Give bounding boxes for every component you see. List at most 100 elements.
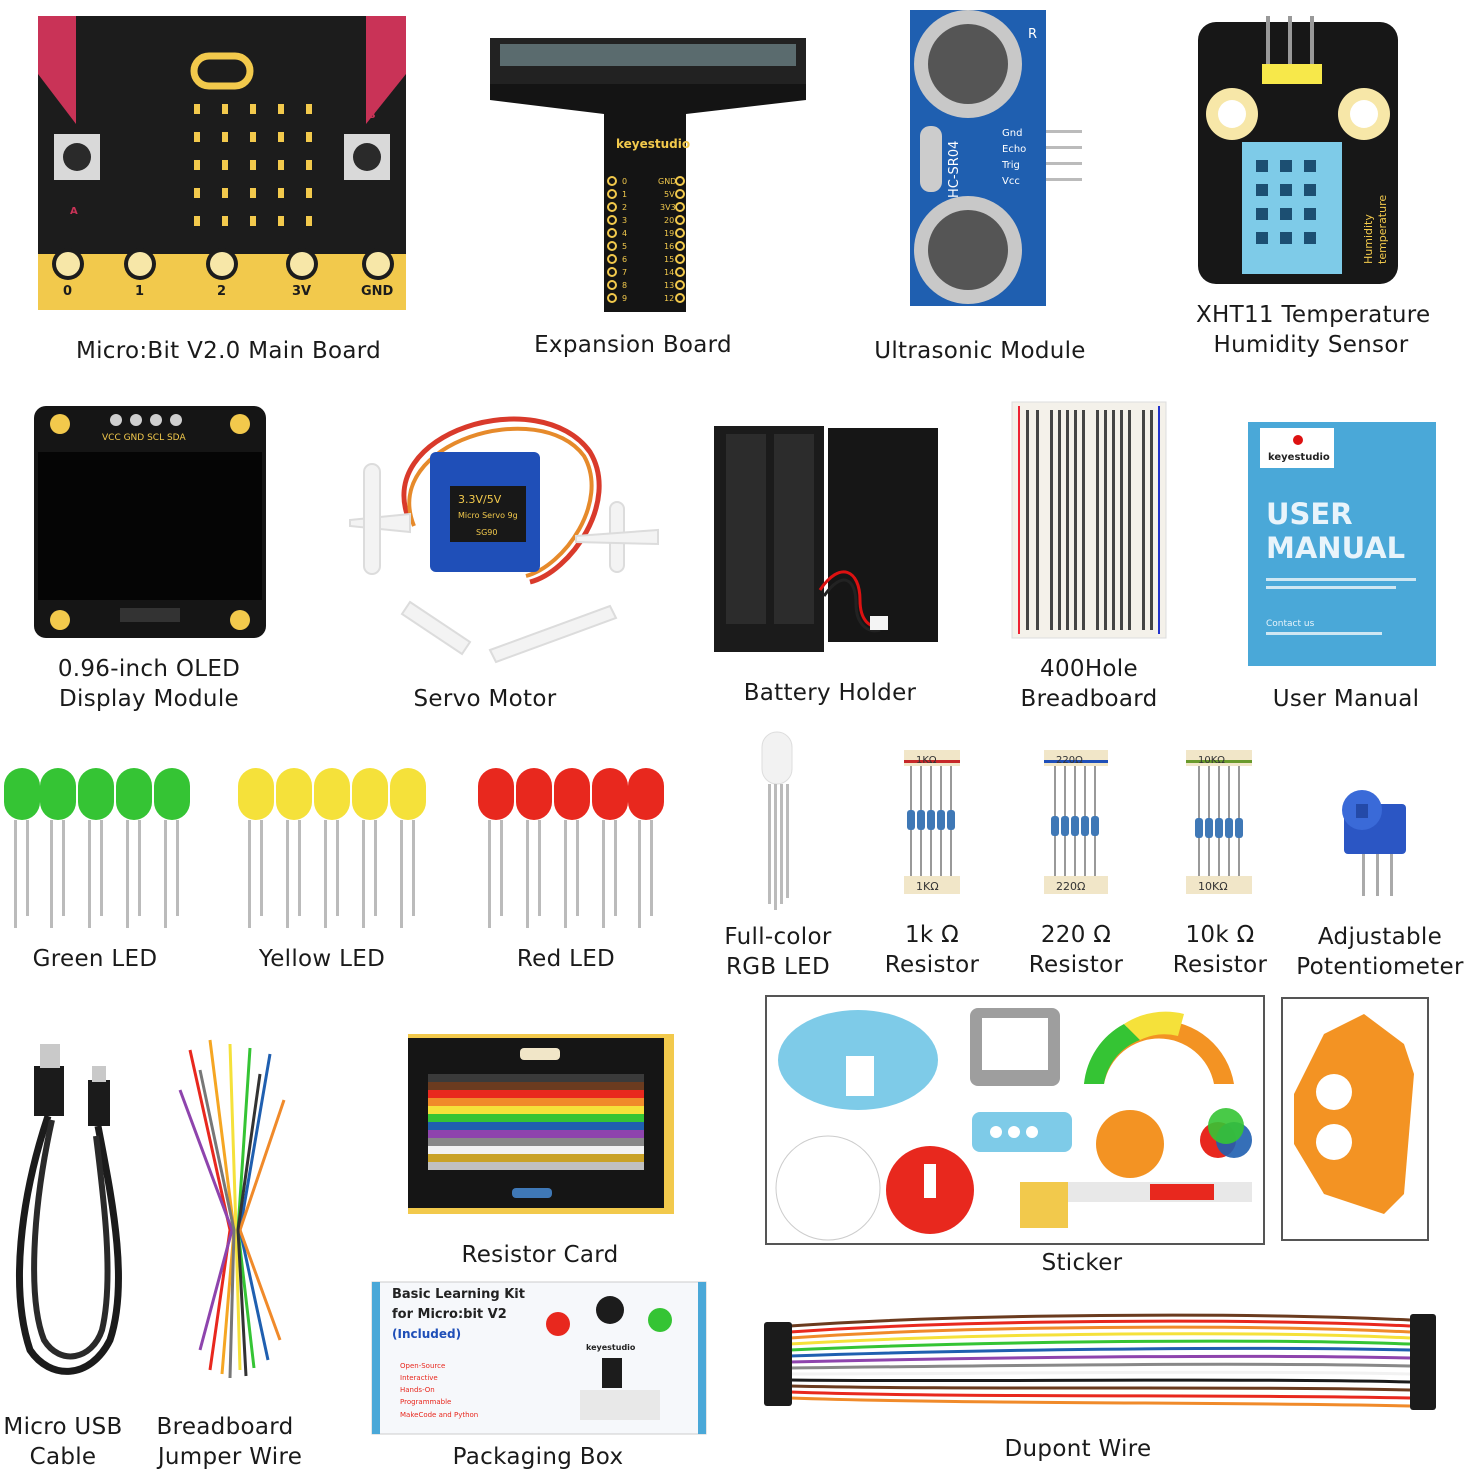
box-included: (Included) — [392, 1327, 461, 1341]
r220-bottom-label: 220Ω — [1056, 880, 1085, 893]
label-servo: Servo Motor — [413, 686, 557, 712]
svg-text:7: 7 — [622, 268, 627, 277]
servo-motor: 3.3V/5V Micro Servo 9g SG90 Servo Motor — [340, 392, 670, 714]
breadboard: 400Hole Breadboard — [1010, 400, 1180, 714]
label-xht11-1: XHT11 Temperature — [1196, 302, 1431, 328]
micro-usb-cable-image — [16, 1044, 122, 1375]
packaging-box: Basic Learning Kit for Micro:bit V2 (Inc… — [370, 1280, 710, 1474]
user-manual-image: keyestudio USER MANUAL Contact us — [1248, 422, 1436, 666]
sticker-image — [765, 995, 1429, 1245]
yellow-led-image — [238, 768, 426, 928]
label-expansion: Expansion Board — [534, 332, 732, 358]
label-xht11-2: Humidity Sensor — [1213, 332, 1409, 358]
label-breadboard-1: 400Hole — [1040, 656, 1138, 682]
label-yellow-led: Yellow LED — [258, 946, 386, 972]
svg-text:5: 5 — [622, 242, 627, 251]
svg-text:8: 8 — [622, 281, 627, 290]
pin-label-2: 2 — [217, 284, 226, 299]
svg-text:Vcc: Vcc — [1002, 176, 1020, 187]
label-jumper-1: Breadboard — [156, 1414, 294, 1440]
label-battery: Battery Holder — [743, 680, 917, 706]
resistor-10k-image: 10KΩ 10KΩ — [1186, 750, 1252, 894]
green-led-group: Green LED — [0, 760, 196, 976]
manual-brand: keyestudio — [1268, 452, 1330, 463]
svg-text:Interactive: Interactive — [400, 1374, 438, 1382]
label-usb-2: Cable — [29, 1444, 97, 1470]
svg-text:Hands-On: Hands-On — [400, 1386, 435, 1394]
svg-text:GND: GND — [658, 177, 676, 186]
svg-text:3V3: 3V3 — [660, 203, 676, 212]
r10k-bottom-label: 10KΩ — [1198, 880, 1228, 893]
servo-voltage: 3.3V/5V — [458, 493, 502, 506]
servo-name: Micro Servo 9g — [458, 511, 518, 520]
svg-text:14: 14 — [664, 268, 674, 277]
label-manual: User Manual — [1272, 686, 1420, 712]
ultrasonic-model: HC-SR04 — [947, 141, 962, 198]
svg-text:1: 1 — [622, 190, 627, 199]
micro-usb-cable: Micro USB Cable — [0, 1040, 130, 1474]
label-oled-1: 0.96-inch OLED — [57, 656, 241, 682]
box-title-1: Basic Learning Kit — [392, 1287, 525, 1302]
label-rgb-2: RGB LED — [725, 954, 831, 980]
svg-text:9: 9 — [622, 294, 627, 303]
label-r1k-2: Resistor — [884, 952, 980, 978]
svg-text:R: R — [1028, 27, 1037, 42]
svg-text:temperature: temperature — [1376, 195, 1389, 264]
label-green-led: Green LED — [32, 946, 158, 972]
red-led-group: Red LED — [474, 760, 670, 976]
button-b-label: B — [368, 110, 376, 121]
resistor-220-image: 220Ω 220Ω — [1044, 750, 1108, 894]
svg-text:Trig: Trig — [1001, 160, 1020, 171]
battery-holder-image — [714, 426, 938, 652]
dupont-wire-image — [764, 1313, 1436, 1410]
microbit-board: 0 1 2 3V GND A B Micro:Bit V2.0 Main Boa… — [36, 14, 408, 364]
yellow-led-group: Yellow LED — [234, 760, 434, 976]
svg-text:Echo: Echo — [1002, 144, 1026, 155]
servo-model: SG90 — [476, 528, 497, 537]
r10k-top-label: 10KΩ — [1198, 755, 1225, 766]
label-r220-1: 220 Ω — [1040, 922, 1112, 948]
r1k-top-label: 1KΩ — [916, 755, 937, 766]
svg-text:13: 13 — [664, 281, 674, 290]
pin-label-1: 1 — [135, 284, 144, 299]
xht11-sensor-image: Humidity temperature — [1198, 16, 1398, 284]
resistor-10k: 10KΩ 10KΩ 10k Ω Resistor — [1168, 748, 1272, 980]
label-r1k-1: 1k Ω — [904, 922, 960, 948]
label-sticker: Sticker — [1041, 1250, 1123, 1276]
manual-contact: Contact us — [1266, 619, 1315, 629]
pin-label-0: 0 — [63, 284, 72, 299]
label-red-led: Red LED — [516, 946, 616, 972]
jumper-wire: Breadboard Jumper Wire — [150, 1030, 310, 1474]
svg-text:2: 2 — [622, 203, 627, 212]
manual-title-2: MANUAL — [1266, 531, 1405, 565]
oled-pin-labels: VCC GND SCL SDA — [102, 433, 186, 443]
resistor-1k-image: 1KΩ 1KΩ — [904, 750, 960, 894]
svg-text:19: 19 — [664, 229, 674, 238]
rgb-led-image — [761, 731, 793, 910]
svg-text:3: 3 — [622, 216, 627, 225]
svg-text:5V: 5V — [664, 190, 675, 199]
svg-text:Humidity: Humidity — [1362, 214, 1375, 264]
packaging-box-image: Basic Learning Kit for Micro:bit V2 (Inc… — [371, 1281, 707, 1435]
svg-text:16: 16 — [664, 242, 674, 251]
label-pot-2: Potentiometer — [1296, 954, 1464, 980]
potentiometer-image — [1342, 790, 1406, 896]
oled-display-image: VCC GND SCL SDA — [34, 406, 266, 638]
resistor-card: Resistor Card — [400, 1030, 680, 1270]
resistor-220: 220Ω 220Ω 220 Ω Resistor — [1024, 748, 1128, 980]
svg-text:20: 20 — [664, 216, 674, 225]
resistor-card-image — [408, 1034, 674, 1214]
label-microbit: Micro:Bit V2.0 Main Board — [75, 338, 382, 364]
label-pot-1: Adjustable — [1317, 924, 1443, 950]
box-title-2: for Micro:bit V2 — [392, 1307, 507, 1322]
button-a-label: A — [70, 206, 78, 217]
label-resistor-card: Resistor Card — [461, 1242, 619, 1268]
svg-text:Programmable: Programmable — [400, 1398, 451, 1406]
pin-label-gnd: GND — [361, 284, 394, 299]
jumper-wire-image — [178, 1039, 286, 1379]
pin-label-3v: 3V — [292, 284, 311, 299]
